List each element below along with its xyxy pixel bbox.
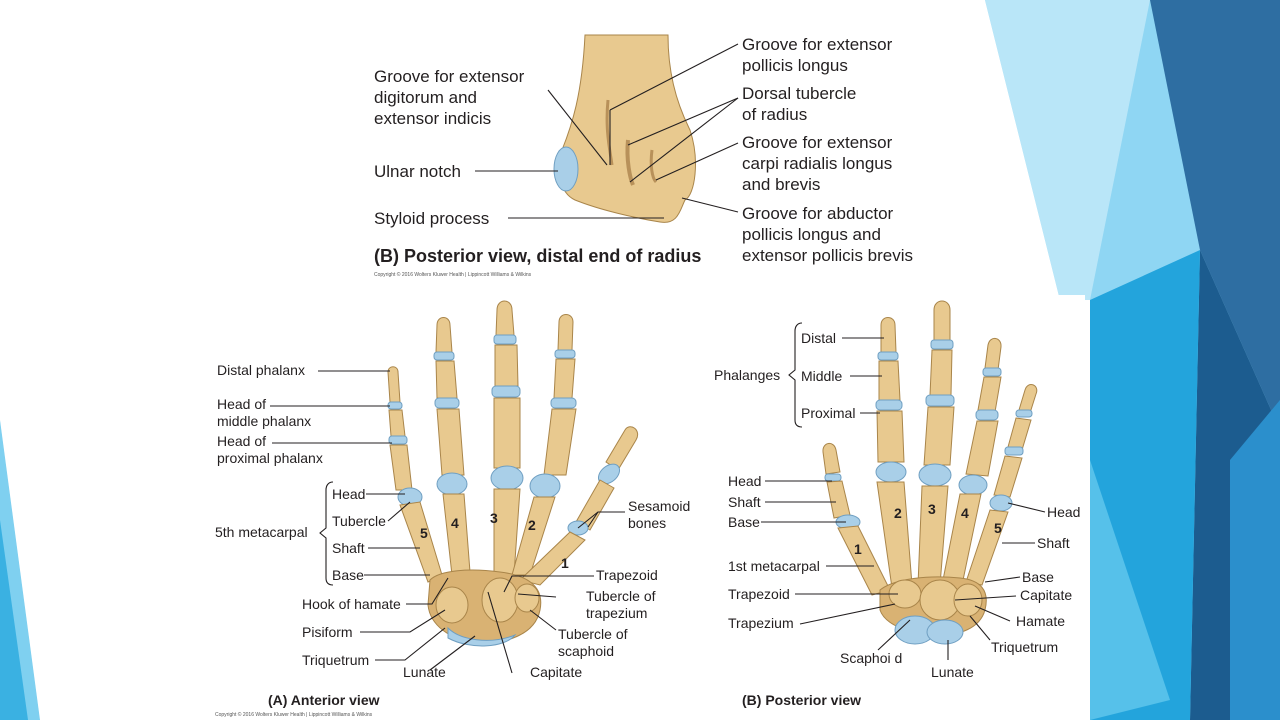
label-ulnar-notch: Ulnar notch xyxy=(374,162,461,181)
label-anterior-figure-numbers-0: 5 xyxy=(420,525,428,541)
label-posterior-figure-numbers-2: 3 xyxy=(928,501,936,517)
label-radius-figure-labels-right-groove-ecr-2: and brevis xyxy=(742,175,820,194)
label-groove-ecr: Groove for extensor carpi radialis longu… xyxy=(742,133,897,194)
label-group: Head of proximal phalanx xyxy=(217,433,323,466)
label-anterior-figure-labels-hook-of-hamate: Hook of hamate xyxy=(302,596,401,612)
label-anterior-figure-labels-head-middle-0: Head of xyxy=(217,396,266,412)
label-posterior-figure-numbers-1: 2 xyxy=(894,505,902,521)
label-posterior-figure-labels-phalanges: Phalanges xyxy=(714,367,780,383)
label-posterior-figure-labels-hamate: Hamate xyxy=(1016,613,1065,629)
anterior-hand-bones xyxy=(387,300,639,647)
label-posterior-figure-caption: (B) Posterior view xyxy=(742,692,861,708)
label-posterior-figure-numbers-4: 5 xyxy=(994,520,1002,536)
label-radius-figure-labels-left-groove-ed-2: extensor indicis xyxy=(374,109,491,128)
label-posterior-figure-labels-middle: Middle xyxy=(801,368,842,384)
label-radius-figure-labels-right-groove-apl-2: extensor pollicis brevis xyxy=(742,246,913,265)
label-anterior-figure-copyright: Copyright © 2016 Wolters Kluwer Health |… xyxy=(215,711,373,718)
label-anterior-figure-numbers-3: 2 xyxy=(528,517,536,533)
label-posterior-figure-labels-base-right: Base xyxy=(1022,569,1054,585)
posterior-hand-figure: 1 2 3 4 5 Phalanges Distal Middle Proxim… xyxy=(714,300,1080,708)
label-posterior-figure-numbers-3: 4 xyxy=(961,505,969,521)
label-anterior-figure-labels-base: Base xyxy=(332,567,364,583)
label-anterior-figure-labels-tubercle-scaphoid-1: scaphoid xyxy=(558,643,614,659)
label-posterior-figure-labels-lunate: Lunate xyxy=(931,664,974,680)
label-posterior-figure-labels-first-metacarpal: 1st metacarpal xyxy=(728,558,820,574)
label-anterior-figure-labels-sesamoid-0: Sesamoid xyxy=(628,498,690,514)
ulnar-notch-cartilage xyxy=(553,146,579,192)
label-posterior-figure-labels-shaft-right: Shaft xyxy=(1037,535,1070,551)
label-group: Sesamoid bones xyxy=(628,498,694,531)
label-posterior-figure-labels-head-right: Head xyxy=(1047,504,1080,520)
label-posterior-figure-labels-head-left: Head xyxy=(728,473,761,489)
copyright-top: Copyright © 2016 Wolters Kluwer Health |… xyxy=(374,271,532,278)
label-anterior-figure-labels-distal-phalanx: Distal phalanx xyxy=(217,362,305,378)
label-anterior-figure-labels-head-proximal-0: Head of xyxy=(217,433,266,449)
label-anterior-figure-labels-tubercle: Tubercle xyxy=(332,513,386,529)
label-anterior-figure-labels-fifth-metacarpal: 5th metacarpal xyxy=(215,524,308,540)
label-anterior-figure-caption: (A) Anterior view xyxy=(268,692,380,708)
label-anterior-figure-labels-capitate: Capitate xyxy=(530,664,582,680)
label-styloid-process: Styloid process xyxy=(374,209,489,228)
label-posterior-figure-labels-triquetrum: Triquetrum xyxy=(991,639,1058,655)
label-posterior-figure-labels-trapezium: Trapezium xyxy=(728,615,794,631)
label-groove-extensor-digitorum: Groove for extensor digitorum and extens… xyxy=(374,67,529,128)
label-groove-epl: Groove for extensor pollicis longus xyxy=(742,35,897,75)
label-dorsal-tubercle: Dorsal tubercle of radius xyxy=(742,84,861,124)
label-anterior-figure-labels-head-proximal-1: proximal phalanx xyxy=(217,450,323,466)
label-anterior-figure-labels-head-middle-1: middle phalanx xyxy=(217,413,311,429)
label-anterior-figure-numbers-1: 4 xyxy=(451,515,459,531)
label-anterior-figure-labels-head: Head xyxy=(332,486,365,502)
caption-radius: (B) Posterior view, distal end of radius xyxy=(374,246,701,266)
label-posterior-figure-labels-scaphoid: Scaphoi d xyxy=(840,650,902,666)
label-posterior-figure-labels-distal: Distal xyxy=(801,330,836,346)
radius-figure: Groove for extensor digitorum and extens… xyxy=(374,34,913,278)
label-radius-figure-labels-right-groove-apl-1: pollicis longus and xyxy=(742,225,881,244)
label-radius-figure-labels-right-groove-epl-1: pollicis longus xyxy=(742,56,848,75)
anterior-hand-figure: 5 4 3 2 1 Distal phalanx Head of middle … xyxy=(215,300,694,718)
label-groove-apl: Groove for abductor pollicis longus and … xyxy=(742,204,913,265)
label-radius-figure-labels-left-groove-ed-1: digitorum and xyxy=(374,88,477,107)
label-posterior-figure-labels-shaft-left: Shaft xyxy=(728,494,761,510)
label-anterior-figure-labels-tubercle-trapezium-1: trapezium xyxy=(586,605,647,621)
label-group: Tubercle of trapezium xyxy=(586,588,659,621)
label-anterior-figure-labels-pisiform: Pisiform xyxy=(302,624,353,640)
label-radius-figure-labels-right-groove-ecr-0: Groove for extensor xyxy=(742,133,893,152)
label-radius-figure-labels-left-groove-ed-0: Groove for extensor xyxy=(374,67,525,86)
label-posterior-figure-labels-capitate: Capitate xyxy=(1020,587,1072,603)
label-anterior-figure-labels-tubercle-scaphoid-0: Tubercle of xyxy=(558,626,628,642)
label-posterior-figure-labels-proximal: Proximal xyxy=(801,405,855,421)
label-anterior-figure-labels-sesamoid-1: bones xyxy=(628,515,666,531)
label-group: Tubercle of scaphoid xyxy=(558,626,631,659)
label-anterior-figure-labels-trapezoid: Trapezoid xyxy=(596,567,658,583)
label-radius-figure-labels-right-groove-apl-0: Groove for abductor xyxy=(742,204,894,223)
label-anterior-figure-labels-lunate: Lunate xyxy=(403,664,446,680)
label-group: Head of middle phalanx xyxy=(217,396,311,429)
label-anterior-figure-labels-tubercle-trapezium-0: Tubercle of xyxy=(586,588,656,604)
label-radius-figure-labels-right-groove-ecr-1: carpi radialis longus xyxy=(742,154,892,173)
distal-radius-bone xyxy=(558,34,696,223)
label-posterior-figure-labels-trapezoid: Trapezoid xyxy=(728,586,790,602)
label-radius-figure-labels-right-dorsal-tubercle-1: of radius xyxy=(742,105,807,124)
label-anterior-figure-labels-shaft: Shaft xyxy=(332,540,365,556)
label-anterior-figure-numbers-2: 3 xyxy=(490,510,498,526)
label-radius-figure-labels-right-dorsal-tubercle-0: Dorsal tubercle xyxy=(742,84,856,103)
label-radius-figure-labels-right-groove-epl-0: Groove for extensor xyxy=(742,35,893,54)
label-anterior-figure-labels-triquetrum: Triquetrum xyxy=(302,652,369,668)
label-anterior-figure-numbers-4: 1 xyxy=(561,555,569,571)
label-posterior-figure-labels-base-left: Base xyxy=(728,514,760,530)
label-posterior-figure-numbers-0: 1 xyxy=(854,541,862,557)
